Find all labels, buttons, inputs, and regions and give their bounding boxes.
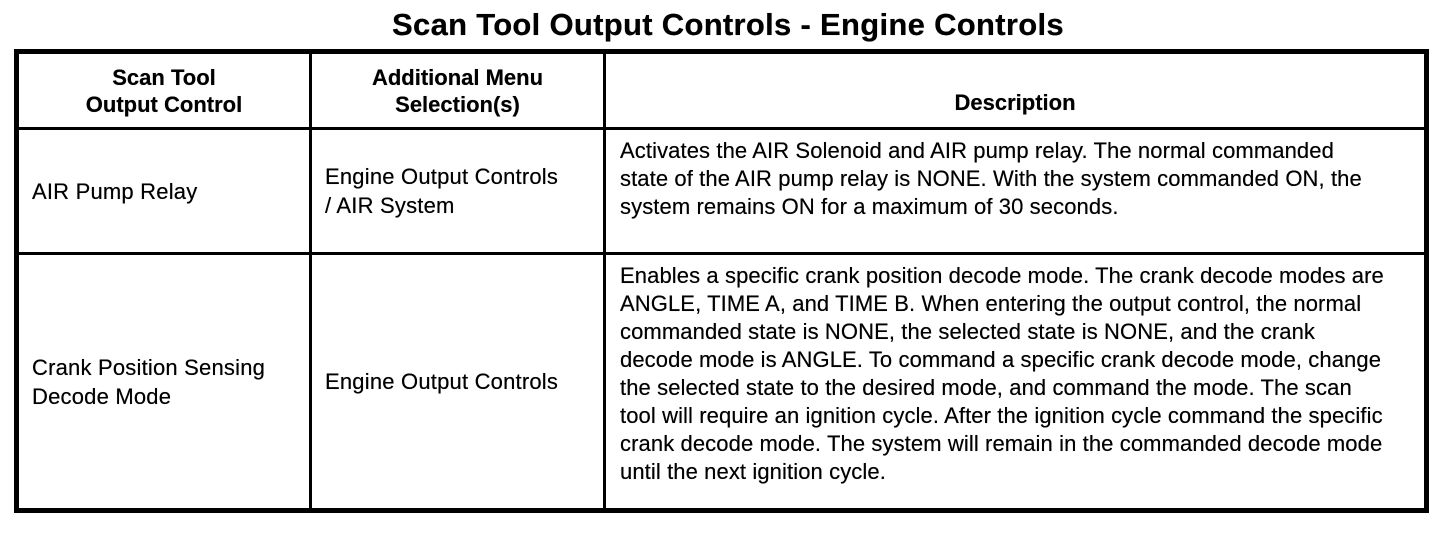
description-cell: Enables a specific crank position decode… — [603, 252, 1428, 512]
page-title: Scan Tool Output Controls - Engine Contr… — [392, 7, 1064, 42]
table-row: AIR Pump Relay Engine Output Controls / … — [15, 127, 1428, 255]
output-control-cell: AIR Pump Relay — [15, 127, 312, 255]
column-header-menu-selection: Additional Menu Selection(s) — [309, 50, 606, 130]
scan-tool-output-controls-table: Scan Tool Output Control Additional Menu… — [14, 49, 1429, 513]
column-header-output-control: Scan Tool Output Control — [15, 50, 312, 130]
output-control-cell: Crank Position Sensing Decode Mode — [15, 252, 312, 512]
table-header-row: Scan Tool Output Control Additional Menu… — [15, 50, 1428, 130]
description-cell: Activates the AIR Solenoid and AIR pump … — [603, 127, 1428, 255]
menu-selection-cell: Engine Output Controls — [309, 252, 606, 512]
menu-selection-cell: Engine Output Controls / AIR System — [309, 127, 606, 255]
column-header-description: Description — [603, 50, 1428, 130]
table-row: Crank Position Sensing Decode Mode Engin… — [15, 252, 1428, 512]
